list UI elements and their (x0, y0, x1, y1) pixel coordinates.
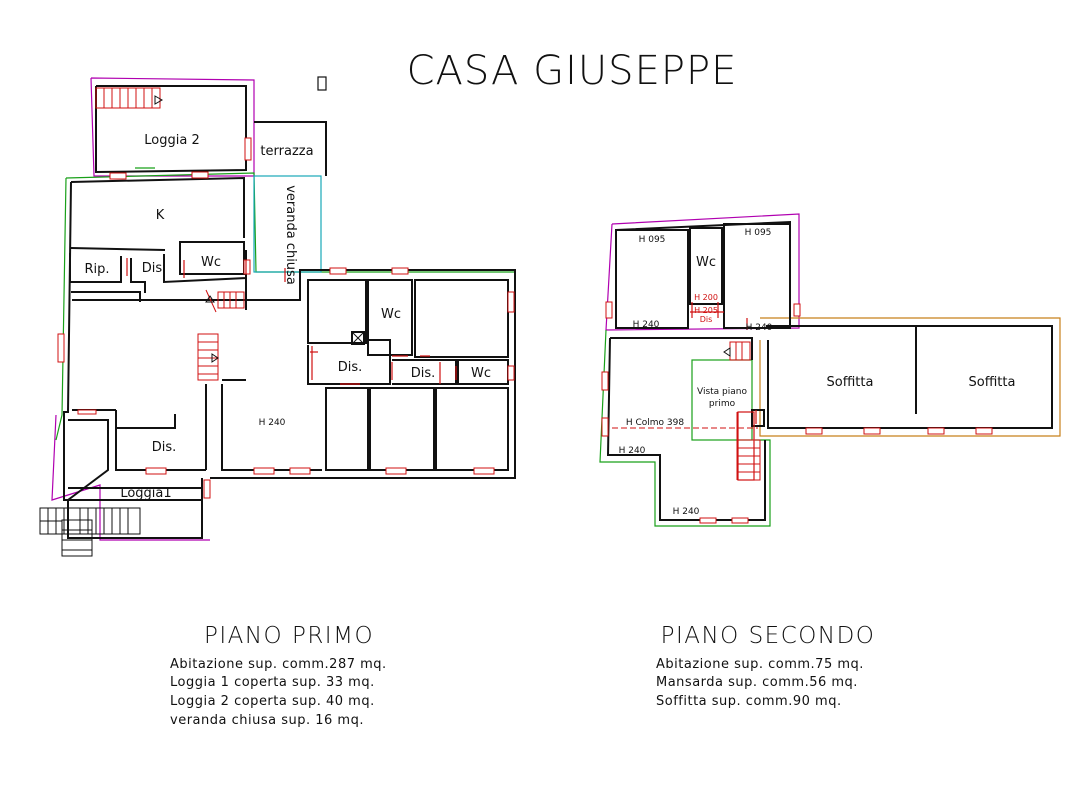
drawing-title: CASA GIUSEPPE (407, 48, 738, 94)
room-soffitta-2: Soffitta (969, 375, 1016, 390)
summary-secondo-line-1: Abitazione sup. comm.75 mq. (656, 657, 864, 672)
label-dis: Dis (700, 315, 713, 324)
summary-primo-line-4: veranda chiusa sup. 16 mq. (170, 713, 364, 728)
room-terrazza: terrazza (260, 144, 313, 159)
summary-secondo-line-2: Mansarda sup. comm.56 mq. (656, 675, 858, 690)
label-vista-primo: primo (709, 399, 736, 409)
room-h240-lower: H 240 (673, 507, 700, 517)
room-wc-second: Wc (696, 255, 716, 270)
label-h200: H 200 (694, 293, 718, 302)
heading-piano-secondo: PIANO SECONDO (661, 623, 876, 649)
summary-primo-line-1: Abitazione sup. comm.287 mq. (170, 657, 387, 672)
room-soffitta-1: Soffitta (827, 375, 874, 390)
room-wc-1: Wc (201, 255, 221, 270)
summary-primo-line-2: Loggia 1 coperta sup. 33 mq. (170, 675, 375, 690)
piano-primo-plan: Loggia 2 terrazza veranda chiusa K Rip. … (39, 77, 516, 557)
summary-primo-line-3: Loggia 2 coperta sup. 40 mq. (170, 694, 375, 709)
label-vista-piano: Vista piano (697, 387, 747, 397)
room-dis-1: Dis. (142, 261, 167, 276)
room-h240-upper-left: H 240 (633, 320, 660, 330)
room-loggia-1: Loggia1 (120, 486, 171, 501)
room-h240-upper-right: H 240 (746, 323, 773, 333)
room-h095-left: H 095 (639, 235, 666, 245)
room-veranda-chiusa: veranda chiusa (283, 185, 298, 285)
room-dis-3: Dis. (411, 366, 436, 381)
room-h095-right: H 095 (745, 228, 772, 238)
room-loggia-2: Loggia 2 (144, 133, 199, 148)
room-dis-2: Dis. (338, 360, 363, 375)
heading-piano-primo: PIANO PRIMO (204, 623, 374, 649)
piano-secondo-plan: H 095 Wc H 095 H 200 H 205 Dis H 240 H 2… (599, 213, 1061, 527)
room-k: K (156, 208, 165, 223)
room-h240-lower-left: H 240 (619, 446, 646, 456)
label-h205: H 205 (694, 306, 718, 315)
room-dis-4: Dis. (152, 440, 177, 455)
room-rip: Rip. (84, 262, 109, 277)
label-h-colmo: H Colmo 398 (626, 418, 685, 428)
room-wc-3: Wc (471, 366, 491, 381)
room-wc-2: Wc (381, 307, 401, 322)
small-marker-box (317, 76, 327, 91)
summary-secondo-line-3: Soffitta sup. comm.90 mq. (656, 694, 842, 709)
room-height-h240: H 240 (259, 418, 286, 428)
